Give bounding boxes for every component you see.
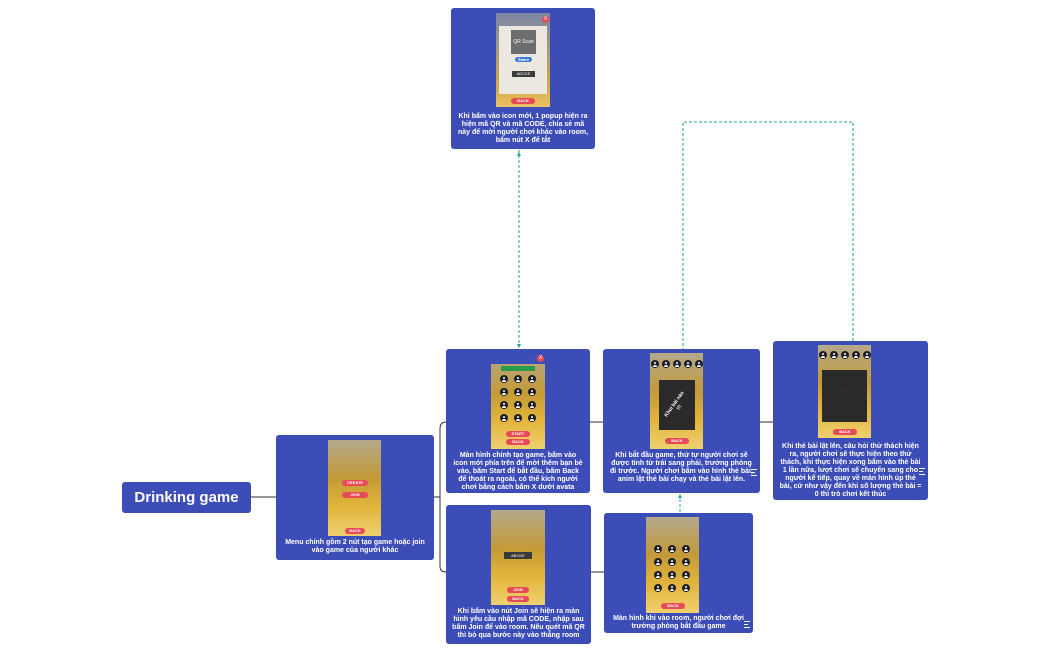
avatar-icon [514, 401, 522, 409]
back-button[interactable]: BACK [507, 596, 529, 602]
avatar-icon [830, 351, 838, 359]
flip-description: Khi thẻ bài lật lên, câu hỏi thử thách h… [779, 443, 922, 498]
card-text: Khui bài nào !!! [663, 390, 686, 419]
join-screenshot: · · · · · ABCDE JOIN BACK [491, 510, 545, 605]
create-screen-node[interactable]: · · · · · X START BACK Màn hình chính tạ… [446, 349, 590, 493]
avatar-icon [500, 414, 508, 422]
note-icon [744, 621, 750, 628]
note-icon [919, 468, 925, 475]
join-button[interactable]: JOIN [507, 587, 529, 593]
back-button[interactable]: BACK [511, 98, 535, 104]
waiting-description: Màn hình khi vào room, người chơi đợi tr… [613, 615, 744, 630]
qr-code-image: QR Scan [511, 30, 536, 54]
avatar-icon [682, 571, 690, 579]
avatar-icon [528, 375, 536, 383]
avatar-icon [662, 360, 670, 368]
create-screenshot: · · · · · X START BACK [491, 354, 545, 449]
avatar-icon [863, 351, 871, 359]
back-button[interactable]: BACK [506, 439, 530, 445]
room-label-pill [501, 366, 535, 371]
close-icon[interactable]: X [537, 355, 544, 362]
create-description: Màn hình chính tạo game, bấm vào icon mớ… [453, 452, 583, 491]
avatar-icon [682, 584, 690, 592]
root-label: Drinking game [134, 489, 239, 506]
join-button[interactable]: JOIN [342, 492, 368, 498]
avatar-icon [654, 558, 662, 566]
card-flip-node[interactable]: · · · · · · · BACK Khi thẻ bài lật lên, … [773, 341, 928, 500]
game-start-node[interactable]: Khui bài nào !!! BACK Khi bắt đầu game, … [603, 349, 760, 493]
join-screen-node[interactable]: · · · · · ABCDE JOIN BACK Khi bấm vào nú… [446, 505, 591, 644]
avatar-icon [654, 584, 662, 592]
code-input[interactable]: ABCDE [504, 552, 532, 559]
avatar-icon [819, 351, 827, 359]
code-value: ABCDE [512, 71, 535, 77]
code-hint: · · · · · [518, 65, 528, 69]
avatar-icon [673, 360, 681, 368]
back-button[interactable]: BACK [345, 528, 365, 534]
back-button[interactable]: BACK [833, 429, 857, 435]
code-hint: · · · · · [513, 545, 523, 549]
waiting-room-node[interactable]: BACK Màn hình khi vào room, người chơi đ… [604, 513, 753, 633]
game-screenshot: Khui bài nào !!! BACK [650, 353, 703, 449]
avatar-icon [528, 414, 536, 422]
challenge-text: · · · · · · · [838, 388, 851, 392]
root-topic[interactable]: Drinking game [122, 482, 251, 513]
avatar-icon [852, 351, 860, 359]
menu-branch-link [434, 421, 447, 573]
avatar-icon [668, 571, 676, 579]
menu-screenshot: CREATE JOIN BACK [328, 440, 381, 536]
avatar-icon [528, 401, 536, 409]
game-description: Khi bắt đầu game, thứ tự người chơi sẽ đ… [610, 452, 753, 483]
avatar-icon [514, 388, 522, 396]
avatar-icon [528, 388, 536, 396]
create-button[interactable]: CREATE [342, 480, 368, 486]
avatar-icon [695, 360, 703, 368]
back-button[interactable]: BACK [665, 438, 689, 444]
avatar-icon [668, 584, 676, 592]
qr-screenshot: QR Scan Share · · · · · ABCDE X BACK [496, 13, 550, 107]
avatar-icon [682, 558, 690, 566]
avatar-icon [654, 571, 662, 579]
avatar-icon [651, 360, 659, 368]
game-card[interactable]: Khui bài nào !!! [659, 380, 695, 430]
back-button[interactable]: BACK [661, 603, 685, 609]
avatar-icon [654, 545, 662, 553]
avatar-icon [514, 375, 522, 383]
start-button[interactable]: START [506, 431, 530, 437]
avatar-icon [514, 414, 522, 422]
qr-popup: QR Scan Share · · · · · ABCDE [499, 26, 547, 94]
avatar-icon [684, 360, 692, 368]
qr-popup-node[interactable]: QR Scan Share · · · · · ABCDE X BACK Khi… [451, 8, 595, 149]
flip-screenshot: · · · · · · · BACK [818, 345, 871, 438]
note-icon [751, 469, 757, 476]
join-title-pill [500, 521, 536, 526]
join-description: Khi bấm vào nút Join sẽ hiện ra màn hình… [452, 608, 585, 639]
flip-to-game-dashed-link [682, 121, 854, 349]
create-top-bar: · · · · · [491, 354, 545, 364]
qr-description: Khi bấm vào icon mới, 1 popup hiện ra hi… [457, 113, 589, 144]
avatar-icon [682, 545, 690, 553]
menu-description: Menu chính gồm 2 nút tạo game hoặc join … [285, 539, 425, 554]
waiting-screenshot: BACK [646, 517, 699, 613]
avatar-icon [668, 545, 676, 553]
share-button[interactable]: Share [515, 57, 532, 62]
avatar-icon [841, 351, 849, 359]
avatar-icon [500, 401, 508, 409]
avatar-icon [500, 375, 508, 383]
avatar-icon [500, 388, 508, 396]
avatar-icon [668, 558, 676, 566]
close-icon[interactable]: X [542, 16, 549, 23]
menu-node[interactable]: CREATE JOIN BACK Menu chính gồm 2 nút tạ… [276, 435, 434, 560]
challenge-card[interactable]: · · · · · · · [822, 370, 867, 422]
